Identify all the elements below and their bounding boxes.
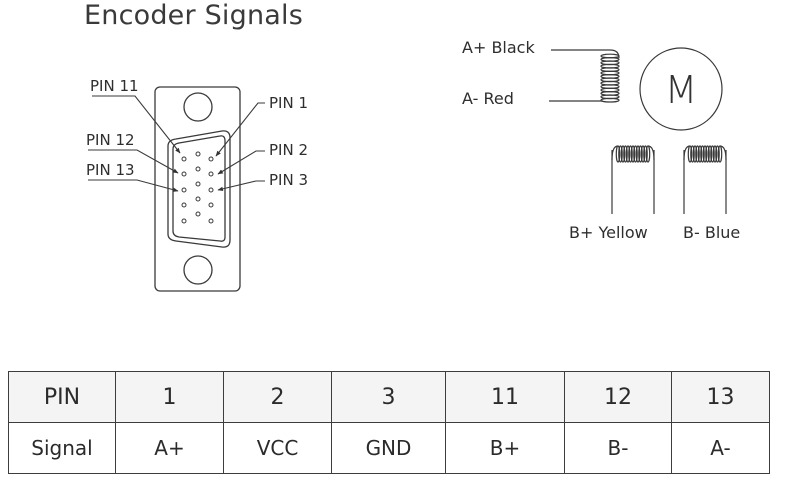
leader-pin-3 — [217, 180, 265, 191]
label-pin-2: PIN 2 — [269, 141, 308, 159]
coil-winding — [712, 145, 718, 163]
coil-winding — [702, 145, 708, 163]
wiring-diagram: PIN 11 PIN 12 PIN 13 PIN 1 PIN 2 PIN 3 M… — [86, 38, 740, 292]
connector-pins — [181, 151, 214, 224]
pin-hole — [208, 218, 214, 224]
header-cell: 11 — [445, 371, 565, 423]
header-cell: PIN — [8, 371, 116, 423]
label-pin-3: PIN 3 — [269, 171, 308, 189]
label-pin-11: PIN 11 — [90, 77, 139, 95]
pin-hole — [208, 156, 214, 162]
coil-winding — [705, 145, 710, 163]
signal-cell: B+ — [445, 422, 565, 474]
coil-winding — [717, 145, 723, 163]
pin-hole — [181, 218, 187, 224]
header-cell: 2 — [223, 371, 332, 423]
pin-hole — [195, 181, 201, 187]
header-cell: 13 — [671, 371, 770, 423]
coil-b-minus — [683, 145, 727, 163]
table-header-row: PIN 1 2 3 11 12 13 — [8, 371, 770, 423]
pin-hole — [208, 171, 214, 177]
coil-winding — [710, 145, 715, 163]
connector-d-outer — [167, 130, 231, 248]
signal-cell: A- — [671, 422, 770, 474]
coil-winding — [630, 145, 636, 163]
pin-hole — [208, 202, 214, 208]
pin-hole — [181, 202, 187, 208]
motor-circle — [639, 47, 723, 131]
pin-hole — [195, 166, 201, 172]
coil-winding — [600, 97, 620, 103]
label-pin-12: PIN 12 — [86, 131, 135, 149]
coil-winding — [640, 145, 646, 163]
diagram-title: Encoder Signals — [84, 0, 303, 31]
leader-pin-13 — [88, 179, 179, 192]
coil-winding — [690, 145, 695, 163]
table-row: Signal A+ VCC GND B+ B- A- — [8, 422, 770, 474]
coil-winding — [620, 145, 626, 163]
pin-hole — [195, 211, 201, 217]
coil-winding — [692, 145, 698, 163]
signal-cell: Signal — [8, 422, 116, 474]
pin-hole — [181, 171, 187, 177]
label-b-minus: B- Blue — [683, 223, 740, 242]
connector-d-inner — [172, 135, 226, 242]
leader-pin-11 — [92, 95, 181, 154]
signal-cell: B- — [564, 422, 672, 474]
coil-winding — [695, 145, 700, 163]
motor-symbol: M — [665, 68, 698, 112]
coil-winding — [700, 145, 705, 163]
coil-winding — [628, 145, 633, 163]
coil-winding — [618, 145, 623, 163]
coil-winding — [715, 145, 720, 163]
leader-pin-2 — [217, 150, 265, 175]
pin-hole — [181, 187, 187, 193]
pin-hole — [195, 151, 201, 157]
label-pin-1: PIN 1 — [269, 94, 308, 112]
coil-a — [600, 53, 620, 103]
header-cell: 3 — [331, 371, 446, 423]
signal-cell: A+ — [115, 422, 224, 474]
header-cell: 1 — [115, 371, 224, 423]
mounting-hole-top — [183, 92, 213, 122]
mounting-hole-bottom — [183, 255, 213, 285]
pin-hole — [208, 187, 214, 193]
coil-winding — [635, 145, 641, 163]
coil-winding — [697, 145, 703, 163]
coil-winding — [707, 145, 713, 163]
pin-hole — [181, 156, 187, 162]
connector-shell — [154, 86, 241, 292]
db15-connector — [154, 86, 241, 292]
label-b-plus: B+ Yellow — [569, 223, 648, 242]
coil-winding — [638, 145, 643, 163]
coil-winding — [633, 145, 638, 163]
label-a-plus: A+ Black — [462, 38, 535, 57]
label-pin-13: PIN 13 — [86, 161, 135, 179]
pin-hole — [195, 196, 201, 202]
leader-pin-12 — [88, 149, 179, 174]
coil-winding — [645, 145, 651, 163]
label-a-minus: A- Red — [462, 89, 514, 108]
coil-winding — [643, 145, 648, 163]
leader-pin-1 — [215, 102, 265, 157]
coil-b-plus — [611, 145, 655, 163]
signal-cell: VCC — [223, 422, 332, 474]
coil-winding — [623, 145, 628, 163]
signal-cell: GND — [331, 422, 446, 474]
header-cell: 12 — [564, 371, 672, 423]
pin-signal-table: PIN 1 2 3 11 12 13 Signal A+ VCC GND B+ … — [8, 371, 770, 474]
coil-winding — [625, 145, 631, 163]
